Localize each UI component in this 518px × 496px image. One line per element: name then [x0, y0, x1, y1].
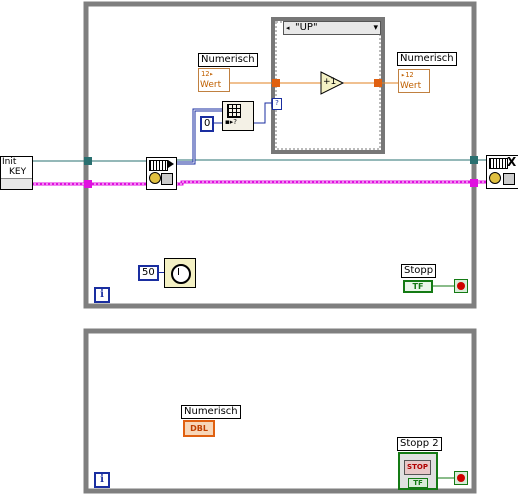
numeric-indicator-icon: ▸12 [401, 71, 414, 79]
mouse-icon [161, 173, 173, 185]
while-loop-2-frame[interactable] [83, 328, 477, 494]
pink-tunnel-left [84, 180, 92, 188]
stop-2-tf: TF [408, 478, 428, 488]
stop-2-label: Stopp 2 [397, 437, 442, 451]
pink-tunnel-right [470, 179, 478, 187]
queue-icon [489, 158, 508, 169]
teal-tunnel-left [84, 157, 92, 165]
numeric-icon: 12▸ [201, 70, 214, 78]
case-dropdown-arrow-icon[interactable]: ▾ [373, 23, 378, 33]
close-x-icon: X [507, 155, 517, 169]
case-tunnel-out [374, 79, 382, 87]
teal-tunnel-right [470, 156, 478, 164]
init-key-strip [1, 178, 32, 189]
numeric-input-terminal[interactable]: 12▸ Wert [198, 68, 230, 92]
loop-2-condition-terminal[interactable] [454, 471, 468, 485]
blue-wire-cluster [176, 108, 222, 165]
release-queue-node[interactable]: X [486, 155, 518, 189]
person-icon [489, 172, 501, 184]
dequeue-element-node[interactable] [146, 157, 177, 190]
mouse-icon [503, 173, 515, 185]
increment-label: +1 [323, 77, 337, 87]
init-label: Init [2, 157, 17, 167]
wait-ms-constant[interactable]: 50 [138, 265, 159, 281]
numeric-dbl-terminal[interactable]: DBL [183, 420, 215, 437]
array-grid-icon [227, 104, 241, 118]
stop-button-face: STOP [404, 460, 431, 475]
numeric-input-label: Numerisch [198, 53, 258, 67]
numeric-dbl-label: Numerisch [181, 405, 241, 419]
queue-icon [149, 160, 168, 171]
case-selector-value: "UP" [295, 22, 318, 33]
prev-case-arrow-icon[interactable]: ◂ [286, 24, 290, 32]
index-question-terminal: ? [272, 98, 282, 110]
numeric-output-terminal[interactable]: ▸12 Wert [398, 69, 430, 93]
dbl-type: DBL [190, 424, 208, 433]
wait-ms-node[interactable] [164, 258, 196, 288]
init-key-node[interactable]: Init KEY [0, 156, 33, 190]
case-tunnel-in [272, 79, 280, 87]
index-array-node[interactable]: ▪▸? [222, 101, 254, 131]
stop-label: Stopp [401, 264, 437, 278]
while-loop-1-frame[interactable] [83, 1, 477, 309]
stop-2-terminal[interactable]: STOP TF [398, 452, 438, 490]
increment-function[interactable] [320, 71, 345, 95]
array-subscript: ▪▸? [225, 118, 237, 126]
loop-condition-terminal[interactable] [454, 279, 468, 293]
blue-wire-to-selector [253, 102, 272, 124]
person-icon [149, 172, 161, 184]
iteration-terminal-1: i [94, 287, 110, 303]
watch-icon [171, 264, 191, 284]
stop-terminal[interactable]: TF [403, 280, 433, 293]
case-selector[interactable]: ◂ "UP" ▾ [283, 21, 381, 35]
key-label: KEY [9, 167, 27, 177]
numeric-output-label: Numerisch [397, 52, 457, 66]
zero-constant[interactable]: 0 [200, 116, 215, 132]
iteration-terminal-2: i [94, 472, 110, 488]
dequeue-arrow-icon [168, 160, 174, 168]
